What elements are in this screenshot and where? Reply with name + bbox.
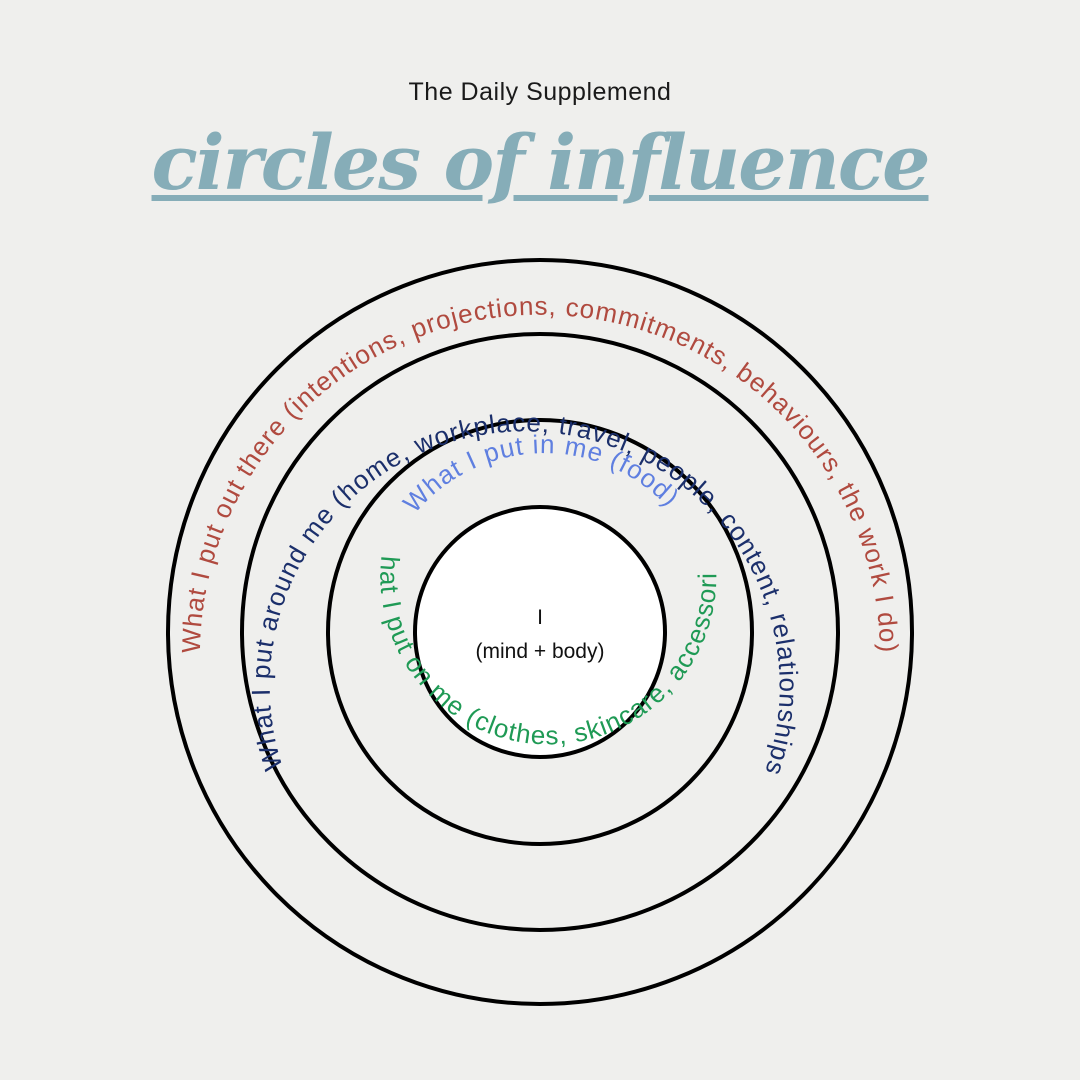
second-ring <box>326 418 754 846</box>
brand-name: The Daily Supplemend <box>408 78 672 106</box>
page-title: circles of influence <box>151 118 931 207</box>
core-label-line2: (mind + body) <box>476 640 605 663</box>
outer-ring <box>166 258 914 1006</box>
core-circle <box>413 505 667 759</box>
third-ring <box>240 332 840 932</box>
core-label-line1: I <box>537 606 543 629</box>
